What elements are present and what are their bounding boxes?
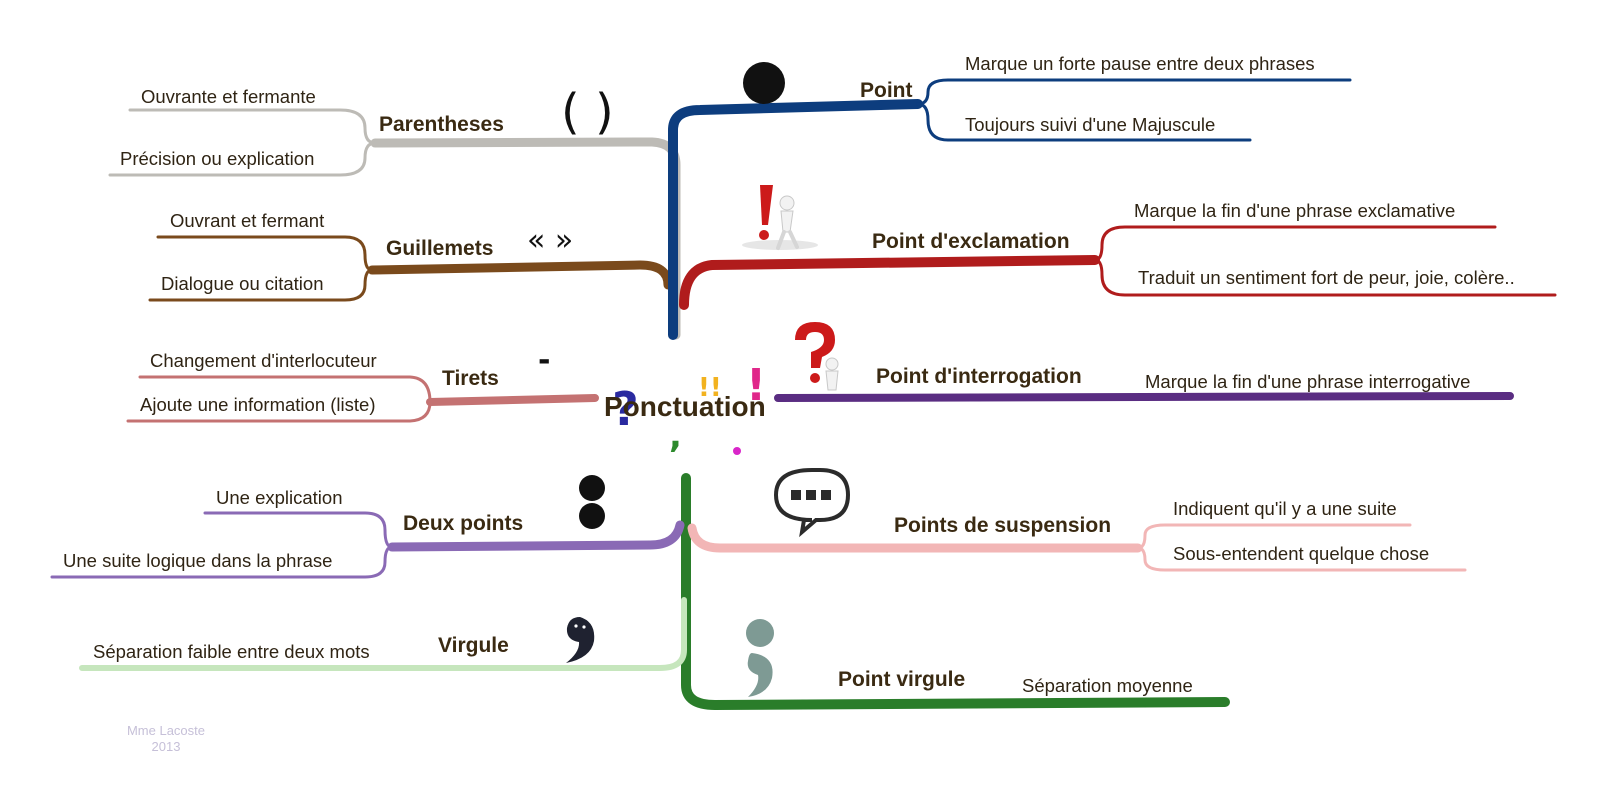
node-label-tirets: Tirets bbox=[442, 367, 499, 390]
semicolon-icon bbox=[746, 619, 774, 697]
branch-deux-points-leaf-1-line bbox=[203, 511, 394, 549]
branch-point-leaf-2-line bbox=[916, 102, 1252, 142]
branch-point-leaf-1-line bbox=[916, 78, 1352, 106]
leaf-deux-points-2: Une suite logique dans la phrase bbox=[63, 550, 332, 571]
branch-point-virgule-trunk bbox=[681, 473, 1230, 711]
branch-suspension-leaf-2-line bbox=[1136, 546, 1467, 572]
branch-exclamation bbox=[679, 225, 1557, 310]
branch-suspension bbox=[687, 523, 1467, 572]
leaf-point-2: Toujours suivi d'une Majuscule bbox=[965, 114, 1215, 135]
branch-guillemets bbox=[148, 235, 673, 302]
node-label-suspension: Points de suspension bbox=[894, 514, 1111, 537]
node-label-parentheses: Parentheses bbox=[379, 113, 504, 136]
period-icon bbox=[743, 62, 785, 104]
node-label-interrogation: Point d'interrogation bbox=[876, 365, 1082, 388]
branch-parentheses-leaf-2-line bbox=[108, 141, 377, 177]
leaf-virgule-1: Séparation faible entre deux mots bbox=[93, 641, 370, 662]
node-label-virgule: Virgule bbox=[438, 634, 509, 657]
branch-tirets bbox=[126, 375, 599, 423]
leaf-guillemets-2: Dialogue ou citation bbox=[161, 273, 324, 294]
branch-deux-points-trunk bbox=[387, 520, 685, 552]
branch-virgule bbox=[79, 597, 687, 671]
exclamation-decoration: ! bbox=[746, 360, 766, 411]
guillemets-symbol: « » bbox=[527, 223, 573, 258]
branch-guillemets-trunk bbox=[367, 260, 673, 290]
parentheses-symbol: ( ) bbox=[561, 84, 614, 140]
node-label-deux-points: Deux points bbox=[403, 512, 523, 535]
node-label-point: Point bbox=[860, 79, 913, 102]
leaf-interrogation-1: Marque la fin d'une phrase interrogative bbox=[1145, 371, 1470, 392]
colon-icon bbox=[579, 475, 605, 529]
branch-point-trunk bbox=[668, 99, 923, 340]
branch-tirets-trunk bbox=[426, 394, 599, 406]
branch-interrogation-trunk bbox=[774, 392, 1514, 402]
question-figure-icon bbox=[795, 322, 839, 391]
credit-year: 2013 bbox=[152, 739, 181, 754]
leaf-tirets-2: Ajoute une information (liste) bbox=[140, 394, 375, 415]
leaf-guillemets-1: Ouvrant et fermant bbox=[170, 210, 324, 231]
branch-guillemets-leaf-1-line bbox=[156, 235, 374, 272]
center-label: Ponctuation bbox=[604, 391, 766, 422]
comma-face-icon bbox=[566, 617, 595, 663]
dot-decoration bbox=[733, 447, 741, 455]
tirets-symbol: - bbox=[538, 343, 550, 378]
comma-decoration: , bbox=[669, 416, 682, 456]
branch-exclamation-trunk bbox=[679, 255, 1100, 310]
branch-deux-points bbox=[50, 511, 685, 579]
branch-guillemets-leaf-2-line bbox=[148, 268, 374, 302]
exclamation-figure-icon bbox=[742, 185, 818, 250]
branch-interrogation bbox=[774, 392, 1514, 402]
branch-parentheses-leaf-1-line bbox=[128, 108, 377, 145]
node-label-guillemets: Guillemets bbox=[386, 237, 493, 260]
leaf-point-virgule-1: Séparation moyenne bbox=[1022, 675, 1193, 696]
leaf-exclamation-2: Traduit un sentiment fort de peur, joie,… bbox=[1138, 267, 1515, 288]
leaf-suspension-1: Indiquent qu'il y a une suite bbox=[1173, 498, 1397, 519]
leaf-tirets-1: Changement d'interlocuteur bbox=[150, 350, 377, 371]
branch-point bbox=[668, 78, 1352, 340]
branch-tirets-leaf-1-line bbox=[138, 375, 432, 404]
branch-suspension-leaf-1-line bbox=[1136, 523, 1412, 550]
question-mark-decoration: ? bbox=[612, 382, 639, 436]
leaf-parentheses-1: Ouvrante et fermante bbox=[141, 86, 316, 107]
leaf-deux-points-1: Une explication bbox=[216, 487, 343, 508]
branch-exclamation-leaf-2-line bbox=[1093, 258, 1557, 297]
branch-point-virgule bbox=[681, 473, 1230, 711]
node-label-exclamation: Point d'exclamation bbox=[872, 230, 1070, 253]
leaf-exclamation-1: Marque la fin d'une phrase exclamative bbox=[1134, 200, 1455, 221]
leaf-parentheses-2: Précision ou explication bbox=[120, 148, 314, 169]
double-exclamation-decoration: !! bbox=[698, 373, 722, 403]
speech-bubble-ellipsis-icon bbox=[773, 468, 851, 538]
credit-author: Mme Lacoste bbox=[127, 723, 205, 738]
branch-suspension-trunk bbox=[687, 523, 1143, 553]
branch-tirets-leaf-2-line bbox=[126, 400, 432, 423]
leaf-suspension-2: Sous-entendent quelque chose bbox=[1173, 543, 1429, 564]
branch-deux-points-leaf-2-line bbox=[50, 545, 394, 579]
leaf-point-1: Marque un forte pause entre deux phrases bbox=[965, 53, 1315, 74]
branch-exclamation-leaf-1-line bbox=[1093, 225, 1497, 262]
node-label-point-virgule: Point virgule bbox=[838, 668, 965, 691]
branch-virgule-trunk bbox=[79, 597, 687, 671]
